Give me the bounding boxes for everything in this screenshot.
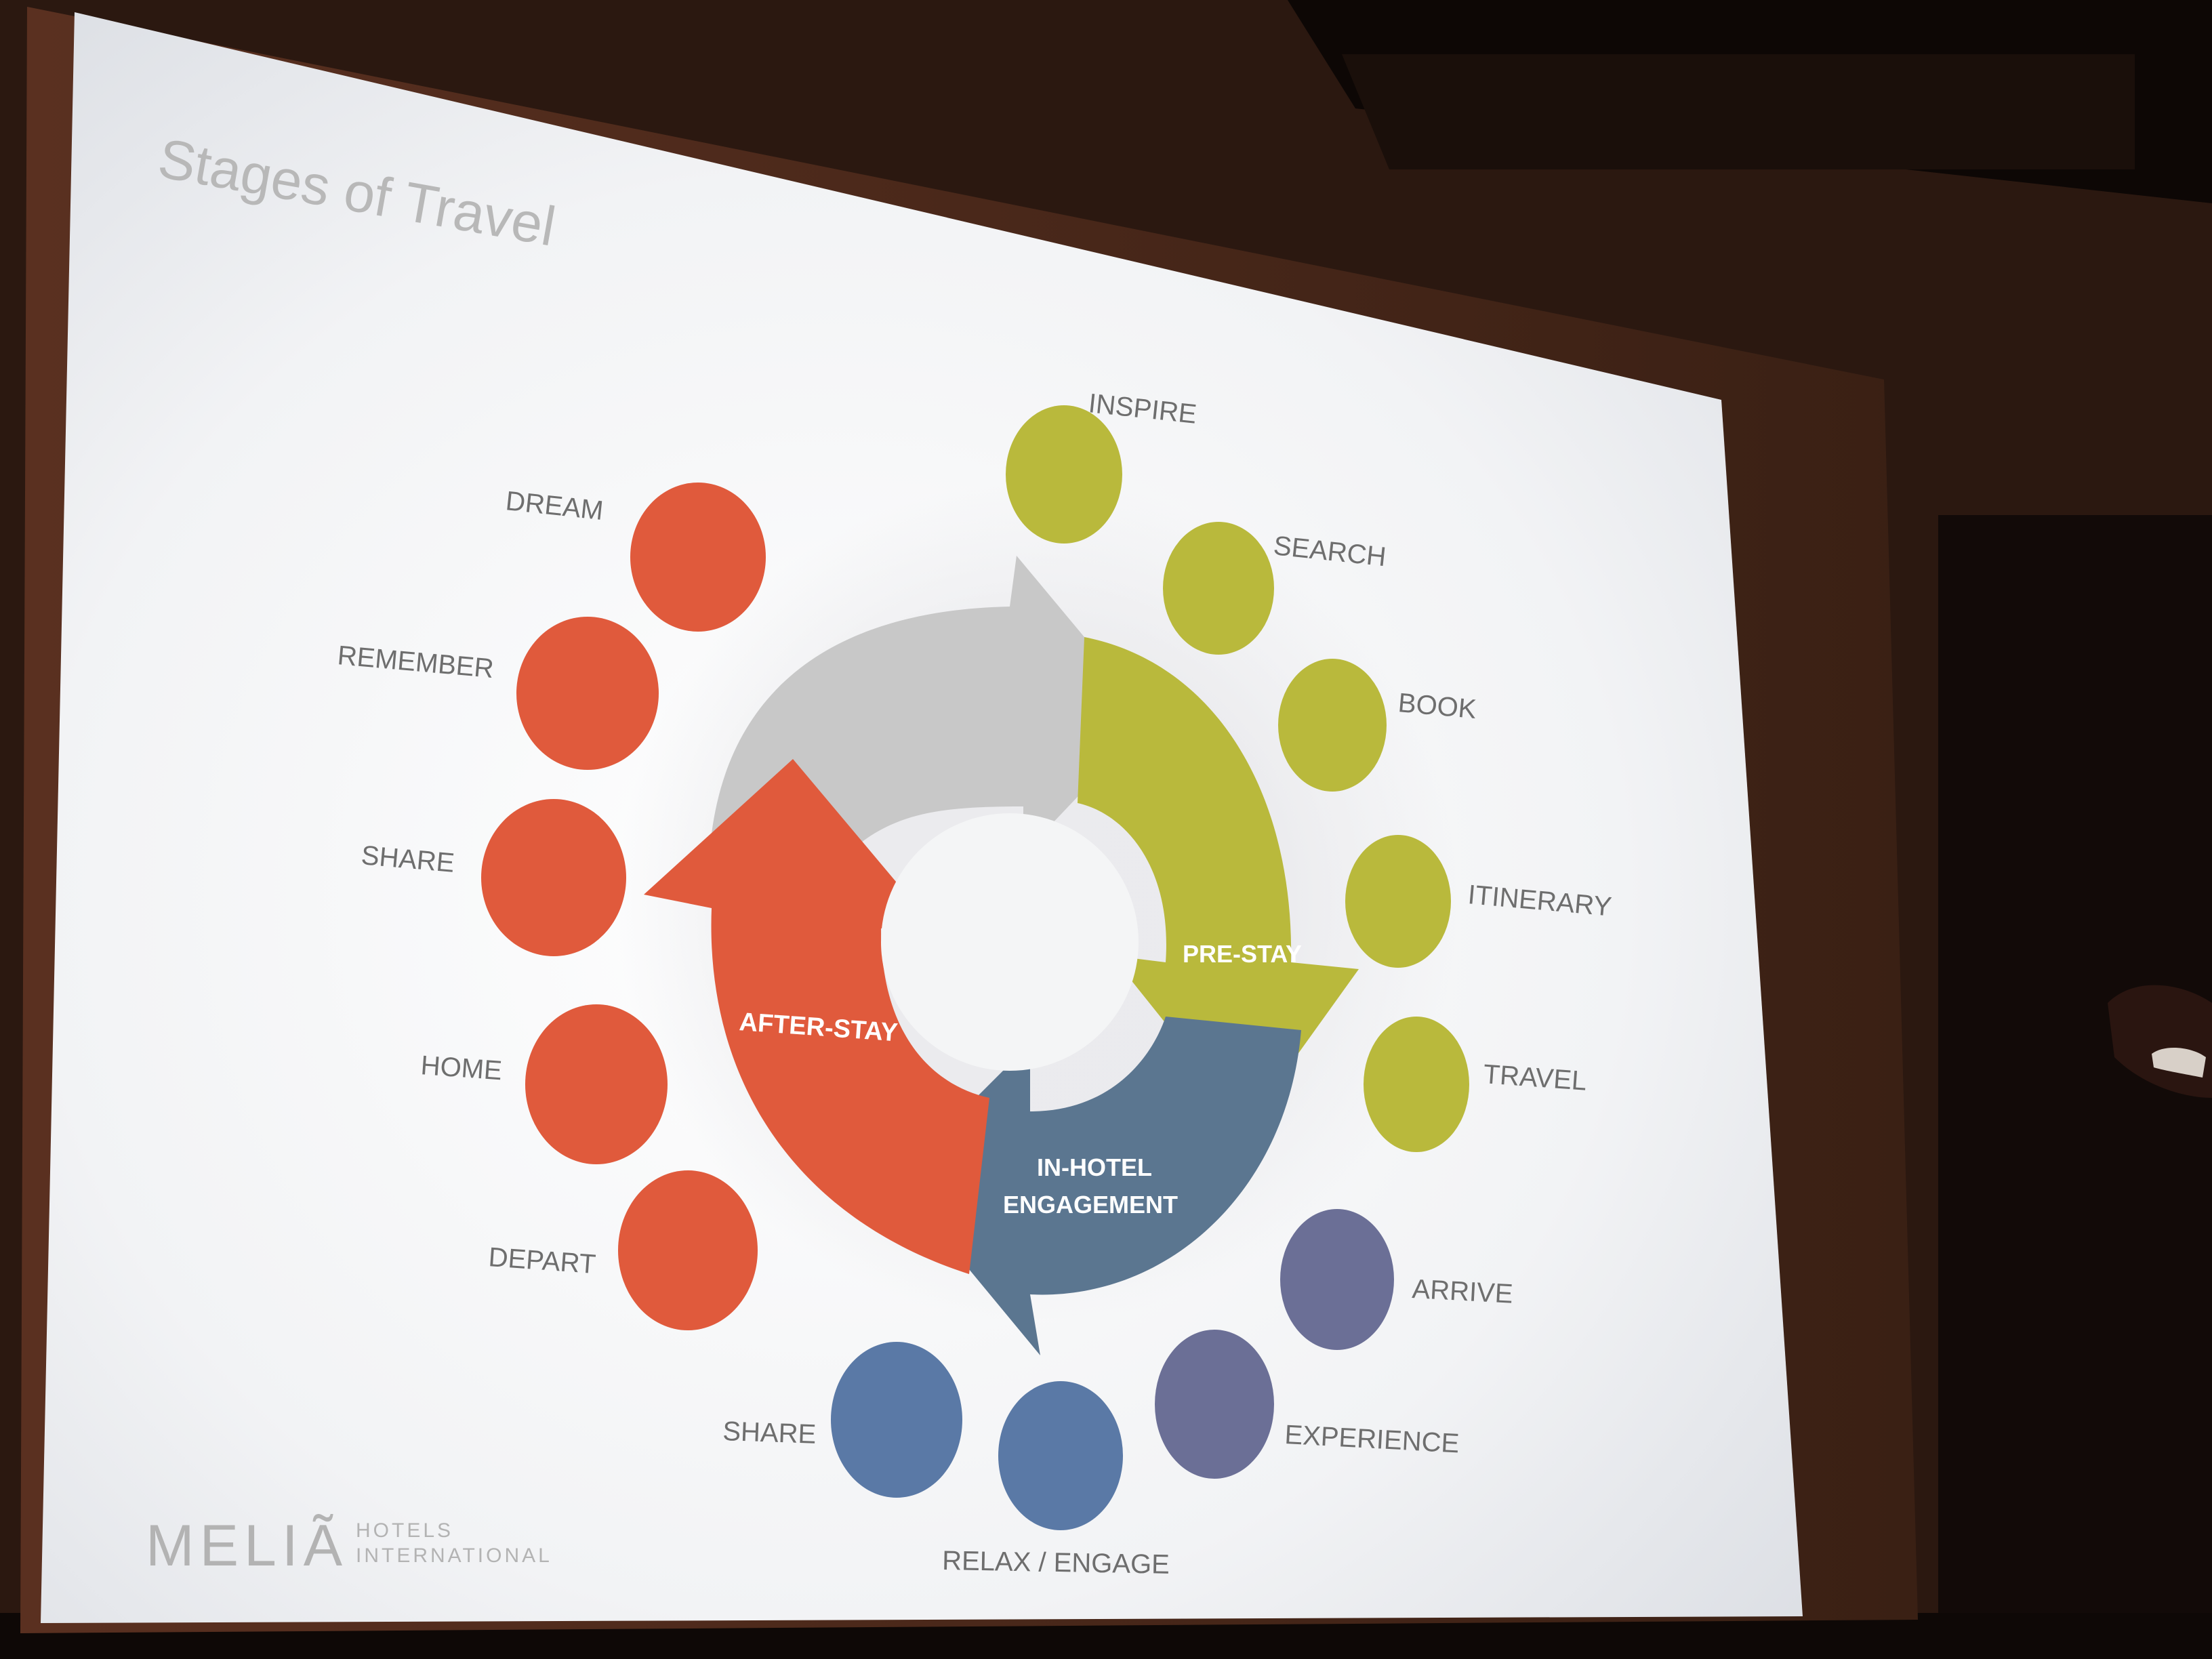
stage-label-share-in-hotel: SHARE (722, 1416, 817, 1450)
stage-label-book: BOOK (1397, 688, 1477, 724)
stage-label-arrive: ARRIVE (1412, 1274, 1514, 1309)
stage-circle-share-after (481, 799, 626, 956)
stage-label-travel: TRAVEL (1482, 1059, 1587, 1097)
stage-circle-relax (998, 1381, 1123, 1530)
stage-label-relax-engage: RELAX / ENGAGE (942, 1546, 1170, 1580)
ceiling-panel (1342, 54, 2135, 169)
stage-label-home: HOME (419, 1050, 503, 1086)
stage-circle-share-in-hotel (831, 1342, 962, 1498)
cycle-hole (881, 813, 1139, 1071)
stage-circle-search (1163, 522, 1274, 655)
stage-circle-inspire (1006, 405, 1122, 544)
phase-in-hotel-label-1: IN-HOTEL (1037, 1153, 1152, 1181)
melia-logo: MELIÃ HOTELS INTERNATIONAL (146, 1513, 552, 1578)
logo-brand: MELIÃ (146, 1513, 348, 1578)
stage-circle-dream (630, 483, 766, 632)
presenter-hand (2108, 985, 2212, 1098)
stage-circle-arrive (1280, 1209, 1394, 1350)
stage-circle-book (1278, 659, 1387, 792)
stage-circle-depart (618, 1170, 758, 1330)
stage-circle-itinerary (1345, 835, 1451, 968)
phase-in-hotel-label-2: ENGAGEMENT (1003, 1191, 1178, 1218)
phase-pre-stay-label: PRE-STAY (1183, 940, 1302, 968)
arrow-in-hotel (895, 1017, 1301, 1355)
arrow-pre-stay (1078, 637, 1359, 1125)
arrow-after-stay (644, 759, 989, 1274)
stage-circle-experience (1155, 1330, 1274, 1479)
logo-line2: INTERNATIONAL (356, 1544, 552, 1567)
stage-circle-remember (516, 617, 659, 770)
logo-line1: HOTELS (356, 1519, 453, 1542)
cycle-arrows (644, 556, 1359, 1355)
stage-circle-travel (1364, 1017, 1469, 1152)
arrow-top-grey (712, 556, 1152, 861)
stage-circle-home (525, 1004, 668, 1164)
